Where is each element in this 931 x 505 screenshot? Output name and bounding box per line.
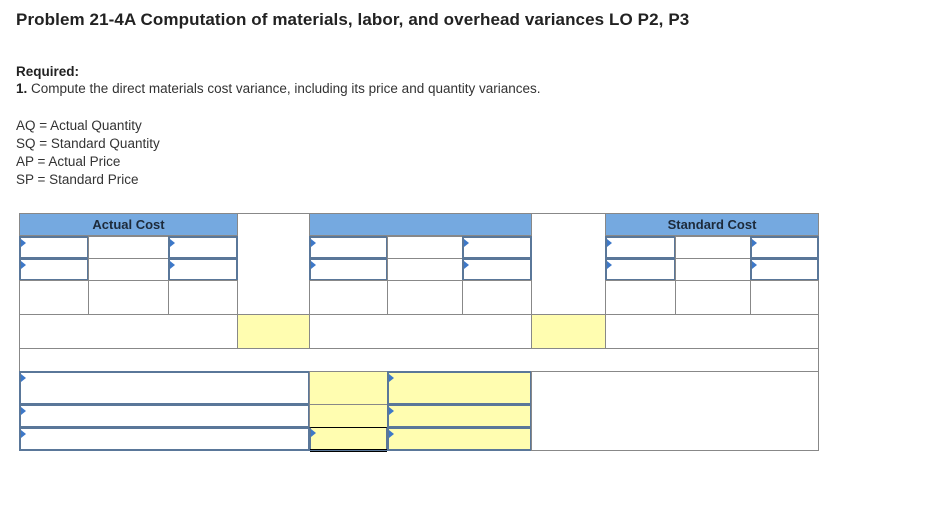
actual-ap-input-2[interactable] — [88, 258, 169, 281]
dropdown-flag-icon — [389, 430, 394, 438]
requirement-body: Compute the direct materials cost varian… — [27, 81, 541, 96]
standard-sq-label-dropdown-1[interactable] — [605, 236, 676, 259]
dropdown-flag-icon — [607, 239, 612, 247]
dropdown-flag-icon — [311, 261, 316, 269]
middle-label-dropdown-1b[interactable] — [462, 236, 532, 259]
dropdown-flag-icon — [311, 239, 316, 247]
dropdown-flag-icon — [607, 261, 612, 269]
summary-total-dropdown-3[interactable] — [309, 427, 388, 451]
legend-sq: SQ = Standard Quantity — [16, 136, 160, 151]
dropdown-flag-icon — [21, 374, 26, 382]
dropdown-flag-icon — [389, 407, 394, 415]
summary-type-dropdown-2[interactable] — [387, 404, 532, 428]
middle-total-input[interactable] — [387, 280, 463, 315]
standard-row3-c1 — [605, 280, 676, 315]
standard-input-2[interactable] — [675, 258, 751, 281]
actual-aq-label-dropdown-2[interactable] — [19, 258, 89, 281]
actual-aq-label-dropdown-1[interactable] — [19, 236, 89, 259]
variance-row-middle — [309, 314, 532, 349]
summary-label-dropdown-3[interactable] — [19, 427, 310, 451]
summary-label-dropdown-1[interactable] — [19, 371, 310, 405]
dropdown-flag-icon — [21, 261, 26, 269]
summary-right-empty — [531, 371, 819, 451]
quantity-variance-amount-input[interactable] — [531, 314, 606, 349]
price-variance-amount-input[interactable] — [237, 314, 310, 349]
standard-row3-c3 — [750, 280, 819, 315]
spacer-row — [19, 348, 819, 372]
standard-total-input[interactable] — [675, 280, 751, 315]
middle-input-2[interactable] — [387, 258, 463, 281]
middle-row3-c1 — [309, 280, 388, 315]
middle-header — [309, 213, 532, 236]
standard-cost-header: Standard Cost — [605, 213, 819, 236]
summary-type-dropdown-3[interactable] — [387, 427, 532, 451]
dropdown-flag-icon — [21, 407, 26, 415]
actual-aq-input-1[interactable] — [88, 236, 169, 259]
double-underline-top — [310, 449, 387, 450]
summary-amount-input-2[interactable] — [309, 404, 388, 428]
standard-input-1[interactable] — [675, 236, 751, 259]
dropdown-flag-icon — [311, 429, 316, 437]
middle-label-dropdown-1a[interactable] — [309, 236, 388, 259]
actual-row3-c3 — [168, 280, 238, 315]
dropdown-flag-icon — [389, 374, 394, 382]
middle-label-dropdown-2a[interactable] — [309, 258, 388, 281]
standard-sq-label-dropdown-2[interactable] — [605, 258, 676, 281]
double-underline-bottom — [310, 451, 387, 452]
spacer-column-1 — [237, 213, 310, 315]
variance-row-right — [605, 314, 819, 349]
requirement-text: 1. Compute the direct materials cost var… — [16, 81, 541, 96]
middle-row3-c3 — [462, 280, 532, 315]
actual-ap-label-dropdown-2[interactable] — [168, 258, 238, 281]
standard-sp-label-dropdown-1[interactable] — [750, 236, 819, 259]
actual-ap-label-dropdown-1[interactable] — [168, 236, 238, 259]
dropdown-flag-icon — [464, 261, 469, 269]
summary-label-dropdown-2[interactable] — [19, 404, 310, 428]
actual-total-input[interactable] — [88, 280, 169, 315]
summary-type-dropdown-1[interactable] — [387, 371, 532, 405]
variance-row-left — [19, 314, 238, 349]
dropdown-flag-icon — [752, 239, 757, 247]
spacer-column-2 — [531, 213, 606, 315]
middle-label-dropdown-2b[interactable] — [462, 258, 532, 281]
requirement-number: 1. — [16, 81, 28, 96]
abbreviation-legend: AQ = Actual Quantity SQ = Standard Quant… — [16, 117, 160, 189]
actual-cost-header: Actual Cost — [19, 213, 238, 236]
dropdown-flag-icon — [752, 261, 757, 269]
dropdown-flag-icon — [21, 239, 26, 247]
legend-ap: AP = Actual Price — [16, 154, 121, 169]
middle-input-1[interactable] — [387, 236, 463, 259]
dropdown-flag-icon — [21, 430, 26, 438]
page-title: Problem 21-4A Computation of materials, … — [16, 10, 690, 29]
summary-amount-input-1[interactable] — [309, 371, 388, 405]
legend-sp: SP = Standard Price — [16, 172, 139, 187]
dropdown-flag-icon — [170, 239, 175, 247]
standard-sp-label-dropdown-2[interactable] — [750, 258, 819, 281]
dropdown-flag-icon — [464, 239, 469, 247]
legend-aq: AQ = Actual Quantity — [16, 118, 142, 133]
required-label: Required: — [16, 64, 80, 79]
dropdown-flag-icon — [170, 261, 175, 269]
actual-row3-c1 — [19, 280, 89, 315]
